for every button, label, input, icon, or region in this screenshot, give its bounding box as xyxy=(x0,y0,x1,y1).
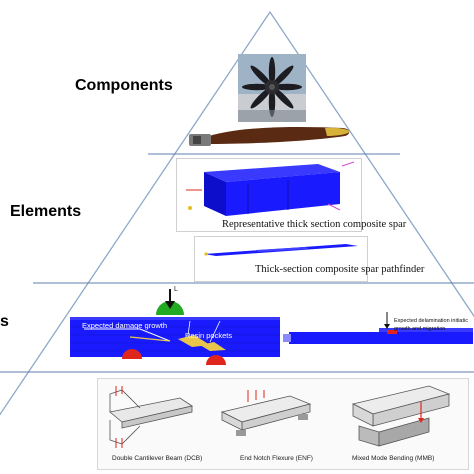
mmb-specimen xyxy=(351,385,451,447)
propeller-blade-image xyxy=(189,127,350,146)
pathfinder-panel xyxy=(194,236,368,282)
load-label: L xyxy=(174,286,178,293)
damage-model-figure xyxy=(70,289,280,365)
enf-specimen xyxy=(220,390,312,436)
pathfinder-caption: Thick-section composite spar pathfinder xyxy=(255,264,425,275)
pyramid-edges xyxy=(0,10,474,416)
tier-label-details: s xyxy=(0,313,9,330)
delamination-label-line1: Expected delamination initiatic xyxy=(394,318,468,324)
coupon-label-enf: End Notch Flexure (ENF) xyxy=(240,455,313,462)
tier-label-elements: Elements xyxy=(10,203,82,220)
pathfinder-model xyxy=(204,244,358,256)
delamination-label-line2: growth and migration xyxy=(394,326,446,332)
propeller-photo xyxy=(238,54,306,122)
spar-model xyxy=(186,161,355,216)
coupon-label-mmb: Mixed Mode Bending (MMB) xyxy=(352,455,435,462)
spar-caption: Representative thick section composite s… xyxy=(222,219,407,230)
expected-damage-label: Expected damage growth xyxy=(82,321,168,330)
tier-label-components: Components xyxy=(75,77,173,94)
dcb-specimen xyxy=(109,386,193,448)
coupon-label-dcb: Double Cantilever Beam (DCB) xyxy=(112,455,203,462)
resin-pockets-label: Resin pockets xyxy=(185,331,233,340)
delamination-figure xyxy=(283,312,473,344)
